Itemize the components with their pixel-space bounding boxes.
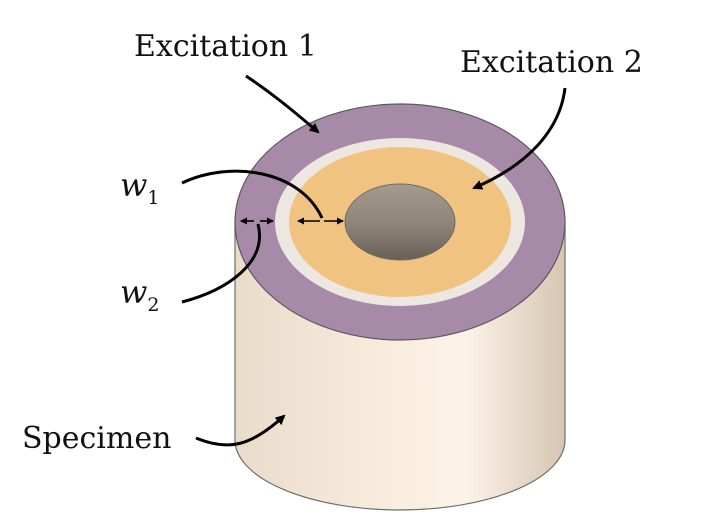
w2-label: w2 [120,273,159,316]
specimen-leader-arrow [195,414,286,447]
excitation-1-label: Excitation 1 [134,29,317,64]
w2-leader-line [181,223,261,304]
center-bore [344,183,456,261]
w1-leader-line [181,169,324,219]
excitation-2-label: Excitation 2 [460,45,643,80]
excitation-1-leader-arrow [245,74,320,134]
w1-label-base: w [120,166,147,204]
excitation-2-leader-arrow [472,87,567,190]
w2-label-subscript: 2 [147,294,159,316]
w1-label: w1 [120,166,159,209]
top-face [234,103,566,341]
w1-label-subscript: 1 [147,187,159,209]
w2-label-base: w [120,273,147,311]
specimen-label: Specimen [22,421,171,456]
